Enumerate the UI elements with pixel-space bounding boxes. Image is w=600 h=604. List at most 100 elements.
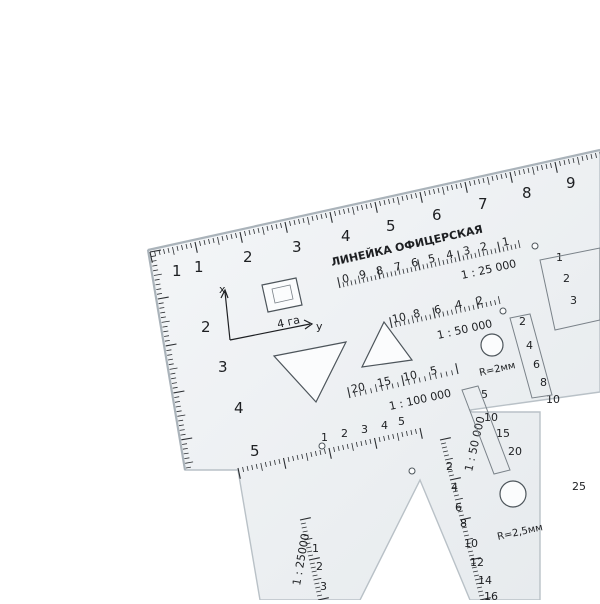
tick-mark bbox=[350, 280, 353, 286]
scale-50000-number: 10 bbox=[391, 310, 407, 326]
tick-mark bbox=[176, 410, 182, 413]
tick-mark bbox=[472, 570, 478, 573]
tick-mark bbox=[293, 219, 296, 225]
tick-mark bbox=[406, 194, 408, 200]
scale-25000-number: 7 bbox=[393, 260, 403, 274]
tick-mark bbox=[169, 367, 178, 370]
tick-mark bbox=[221, 235, 224, 241]
tick-mark bbox=[509, 171, 513, 183]
tick-mark bbox=[266, 225, 269, 231]
tick-mark bbox=[150, 255, 156, 258]
tick-mark bbox=[577, 156, 580, 165]
tick-mark bbox=[264, 461, 267, 467]
tick-mark bbox=[445, 371, 448, 377]
tick-mark bbox=[490, 249, 493, 255]
tick-mark bbox=[389, 317, 393, 329]
tick-mark bbox=[388, 198, 390, 204]
tick-mark bbox=[278, 458, 281, 464]
tick-mark bbox=[462, 255, 465, 261]
tick-mark bbox=[532, 166, 535, 175]
tick-mark bbox=[315, 586, 321, 589]
square-cutout-notch bbox=[271, 284, 294, 304]
small-hole bbox=[499, 307, 507, 315]
tick-mark bbox=[359, 390, 362, 396]
tick-mark bbox=[541, 164, 543, 170]
tick-mark bbox=[370, 388, 372, 394]
tick-mark bbox=[351, 442, 354, 451]
tick-mark bbox=[444, 457, 453, 461]
tick-mark bbox=[175, 405, 181, 408]
tick-mark bbox=[292, 455, 295, 461]
left-scale-number: 5 bbox=[250, 442, 260, 460]
tick-mark bbox=[284, 221, 288, 233]
tick-mark bbox=[163, 248, 165, 254]
tick-mark bbox=[298, 218, 300, 224]
vertical-scale-number: 12 bbox=[470, 556, 484, 569]
tick-mark bbox=[464, 181, 468, 193]
tick-mark bbox=[410, 267, 413, 273]
tick-mark bbox=[242, 466, 244, 472]
tick-mark bbox=[280, 222, 282, 228]
tick-mark bbox=[470, 253, 473, 259]
tick-mark bbox=[401, 375, 405, 387]
tick-mark bbox=[410, 429, 413, 435]
tick-mark bbox=[454, 305, 458, 314]
tick-mark bbox=[271, 224, 273, 230]
tick-mark bbox=[168, 363, 174, 366]
tick-mark bbox=[470, 562, 476, 565]
tick-mark bbox=[456, 506, 462, 509]
tick-mark bbox=[338, 209, 341, 215]
tick-mark bbox=[179, 429, 185, 431]
tick-mark bbox=[260, 462, 263, 471]
tick-mark bbox=[407, 379, 410, 385]
scale-25000-number: 4 bbox=[445, 248, 455, 262]
tick-mark bbox=[370, 275, 373, 281]
circle-hole-2-5mm bbox=[499, 480, 527, 508]
inner-window-25000 bbox=[539, 247, 600, 331]
tick-mark bbox=[160, 311, 166, 314]
tick-mark bbox=[453, 494, 459, 497]
tick-mark bbox=[392, 197, 395, 203]
tick-mark bbox=[190, 242, 192, 248]
tick-mark bbox=[182, 448, 188, 450]
tick-mark bbox=[310, 566, 316, 569]
axis-x-arrow bbox=[224, 291, 231, 341]
tick-mark bbox=[300, 522, 306, 525]
tick-mark bbox=[248, 229, 251, 235]
tick-mark bbox=[426, 263, 429, 269]
tick-mark bbox=[442, 186, 445, 195]
tick-mark bbox=[581, 155, 584, 161]
tick-mark bbox=[154, 250, 156, 256]
scale-25000-number: 8 bbox=[375, 264, 385, 278]
tick-mark bbox=[309, 562, 315, 565]
tick-mark bbox=[424, 376, 426, 382]
tick-mark bbox=[156, 288, 162, 290]
tick-mark bbox=[455, 363, 459, 375]
tick-mark bbox=[253, 228, 255, 234]
tick-mark bbox=[164, 335, 170, 337]
triangle-cutout-up bbox=[360, 320, 414, 368]
tick-mark bbox=[460, 182, 462, 188]
tick-mark bbox=[473, 179, 476, 185]
tick-mark bbox=[451, 370, 453, 376]
left-edge-ticks bbox=[149, 249, 194, 469]
scale-50000-number: 2 bbox=[475, 294, 485, 308]
tick-mark bbox=[251, 464, 254, 470]
tick-mark bbox=[416, 317, 419, 323]
tick-mark bbox=[347, 387, 351, 399]
scale-100000-right-number: 5 bbox=[481, 388, 488, 401]
scale-50000-right-number: 10 bbox=[546, 393, 560, 406]
tick-mark bbox=[312, 574, 318, 577]
tick-mark bbox=[370, 202, 372, 208]
tick-mark bbox=[342, 444, 345, 450]
tick-mark bbox=[439, 437, 451, 441]
tick-mark bbox=[415, 192, 417, 198]
scale-50000-right-number: 2 bbox=[519, 315, 526, 328]
tick-mark bbox=[373, 437, 378, 449]
tick-mark bbox=[476, 586, 482, 589]
tick-mark bbox=[399, 321, 401, 327]
tick-mark bbox=[378, 436, 381, 442]
scale-50000-number: 8 bbox=[412, 307, 422, 321]
tick-mark bbox=[386, 272, 389, 278]
top-scale-number: 6 bbox=[432, 206, 442, 224]
